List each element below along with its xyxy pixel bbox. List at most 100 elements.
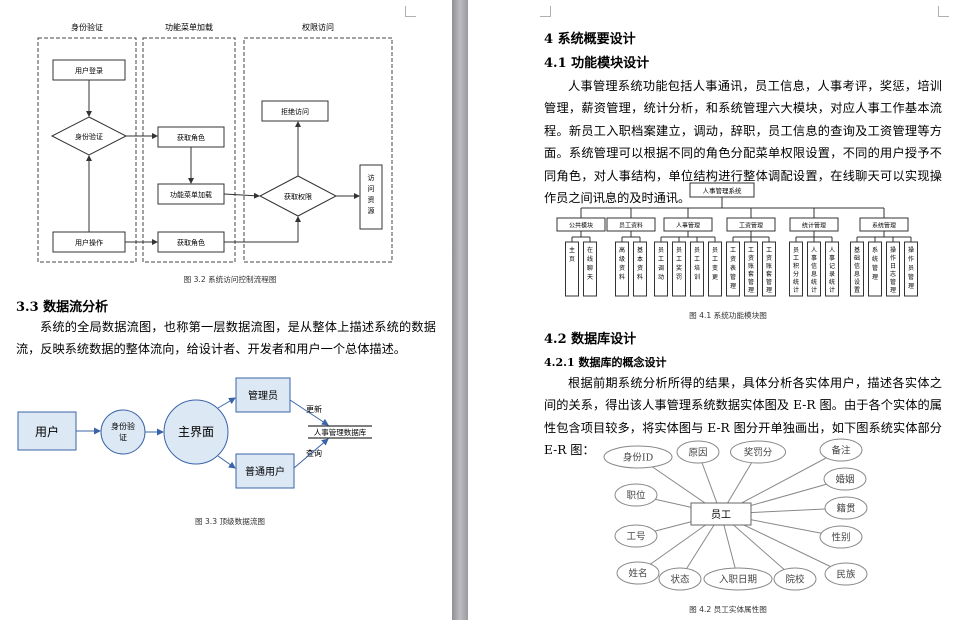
tree-leaf-char: 在 bbox=[587, 246, 593, 254]
tree-leaf-char: 分 bbox=[793, 270, 799, 278]
er-attribute bbox=[614, 483, 658, 507]
tree-leaf-char: 录 bbox=[829, 270, 835, 278]
tree-leaf-char: 资 bbox=[619, 264, 625, 272]
tree-leaf-char: 信 bbox=[854, 262, 860, 270]
tree-leaf bbox=[744, 241, 758, 297]
svg-text:用户登录: 用户登录 bbox=[75, 66, 103, 75]
tree-leaf-char: 操 bbox=[890, 246, 896, 254]
figure-caption: 图 3.3 顶级数据流图 bbox=[194, 517, 266, 526]
access-label-char: 资 bbox=[368, 195, 375, 204]
tree-leaf-char: 统 bbox=[811, 278, 817, 286]
er-entity-label: 员工 bbox=[711, 509, 731, 521]
er-attribute-label: 院校 bbox=[785, 574, 805, 586]
tree-leaf-char: 理 bbox=[748, 287, 754, 294]
er-attribute bbox=[773, 567, 817, 591]
er-attribute bbox=[824, 496, 868, 520]
tree-leaf-char: 事 bbox=[811, 254, 817, 262]
tree-leaf-char: 志 bbox=[890, 270, 896, 278]
paragraph: 系统的全局数据流图，也称第一层数据流图，是从整体上描述系统的数据流，反映系统数据… bbox=[16, 320, 436, 357]
er-attribute bbox=[819, 525, 863, 549]
tree-leaf-char: 管 bbox=[872, 264, 878, 272]
er-attribute bbox=[603, 445, 673, 469]
er-entity bbox=[690, 502, 752, 526]
tree-leaf-char: 理 bbox=[890, 287, 896, 294]
chapter-heading: 4 系统概要设计 bbox=[544, 32, 636, 47]
tree-leaf bbox=[904, 241, 918, 297]
access-label-char: 源 bbox=[368, 206, 375, 215]
function-module-tree: 人事管理系统公共模块主页在线聊天员工资料高级资料基本资料人事管理员工调动员工奖罚… bbox=[556, 182, 918, 297]
svg-text:管理员: 管理员 bbox=[248, 389, 278, 402]
access-label-char: 问 bbox=[368, 185, 375, 193]
tree-leaf bbox=[807, 241, 821, 297]
tree-leaf-char: 员 bbox=[712, 247, 718, 254]
tree-leaf-char: 页 bbox=[569, 256, 575, 263]
figure-caption: 图 4.1 系统功能模块图 bbox=[689, 311, 767, 320]
tree-leaf-char: 础 bbox=[854, 254, 860, 262]
tree-leaf-char: 员 bbox=[694, 247, 700, 254]
tree-leaf-char: 人 bbox=[811, 247, 817, 254]
tree-leaf-char: 资 bbox=[748, 254, 754, 262]
tree-leaf-char: 员 bbox=[793, 247, 799, 254]
tree-leaf-char: 奖 bbox=[676, 264, 682, 272]
dfd-datastore: 人事管理数据库 bbox=[314, 427, 367, 437]
tree-leaf bbox=[672, 241, 686, 297]
er-attribute-label: 奖罚分 bbox=[744, 447, 773, 459]
svg-text:用户操作: 用户操作 bbox=[75, 238, 103, 247]
lane-label: 功能菜单加载 bbox=[165, 22, 213, 32]
tree-root-label: 人事管理系统 bbox=[703, 186, 743, 195]
lane-menu bbox=[142, 37, 236, 263]
er-attribute-label: 姓名 bbox=[628, 568, 647, 580]
lane-identity bbox=[37, 37, 137, 263]
er-attribute-label: 民族 bbox=[836, 569, 856, 581]
tree-leaf-char: 理 bbox=[908, 283, 914, 290]
tree-leaf-char: 账 bbox=[748, 262, 754, 270]
tree-leaf-char: 训 bbox=[694, 273, 700, 281]
access-control-flowchart: 身份验证 功能菜单加载 权限访问 用户登录 身份验证 用户操作 获取角色 功能菜… bbox=[37, 22, 393, 263]
tree-leaf-char: 管 bbox=[908, 273, 914, 281]
dfd-auth-line2: 证 bbox=[119, 433, 127, 442]
tree-leaf bbox=[633, 241, 647, 297]
flow-label-query: 查询 bbox=[306, 448, 322, 458]
tree-module-label: 统计管理 bbox=[802, 222, 826, 230]
crop-mark bbox=[405, 6, 416, 17]
tree-module-label: 系统管理 bbox=[872, 222, 896, 230]
tree-module-label: 公共模块 bbox=[569, 222, 593, 230]
tree-leaf-char: 工 bbox=[766, 247, 772, 254]
svg-text:获取角色: 获取角色 bbox=[177, 238, 205, 247]
tree-leaf-char: 级 bbox=[619, 255, 625, 263]
dfd-admin bbox=[235, 377, 291, 413]
tree-leaf-char: 基 bbox=[854, 246, 860, 254]
tree-leaf-char: 动 bbox=[658, 274, 664, 281]
tree-module-label: 人事管理 bbox=[676, 222, 700, 230]
tree-leaf-char: 统 bbox=[829, 278, 835, 286]
tree-leaf-char: 计 bbox=[793, 286, 799, 294]
tree-leaf bbox=[762, 241, 776, 297]
er-attribute-label: 入职日期 bbox=[719, 575, 757, 586]
dfd-main bbox=[163, 399, 229, 465]
tree-leaf-char: 日 bbox=[890, 263, 896, 270]
tree-leaf-char: 工 bbox=[712, 256, 718, 263]
svg-text:功能菜单加载: 功能菜单加载 bbox=[170, 190, 212, 199]
section-heading: 4.1 功能模块设计 bbox=[544, 56, 650, 71]
er-attribute bbox=[658, 567, 702, 591]
top-level-dfd: 用户 身份验 证 主界面 管理员 普通用户 人事管理数据库 更新 查询 bbox=[17, 377, 372, 489]
tree-leaf-char: 信 bbox=[811, 262, 817, 270]
tree-leaf-char: 工 bbox=[658, 256, 664, 263]
tree-leaf bbox=[690, 241, 704, 297]
er-attribute bbox=[703, 567, 773, 591]
er-attribute-label: 备注 bbox=[831, 445, 851, 457]
lane-access bbox=[243, 37, 393, 263]
tree-leaf-char: 统 bbox=[872, 255, 878, 263]
tree-leaf-char: 工 bbox=[748, 247, 754, 254]
er-attribute-label: 职位 bbox=[626, 490, 646, 502]
dfd-normal-user bbox=[235, 453, 295, 489]
figure-caption: 图 3.2 系统访问控制流程图 bbox=[183, 275, 277, 284]
er-attribute bbox=[616, 561, 660, 585]
subsection-heading: 4.2.1 数据库的概念设计 bbox=[544, 356, 667, 369]
tree-leaf-char: 本 bbox=[637, 255, 643, 263]
tree-leaf-char: 员 bbox=[908, 265, 914, 272]
tree-module-label: 工资管理 bbox=[739, 222, 763, 230]
er-attribute bbox=[676, 440, 720, 464]
tree-leaf-char: 息 bbox=[811, 270, 817, 278]
paragraph: 根据前期系统分析所得的结果，具体分析各实体用户，描述各实体之间的关系，得出该人事… bbox=[544, 376, 942, 458]
